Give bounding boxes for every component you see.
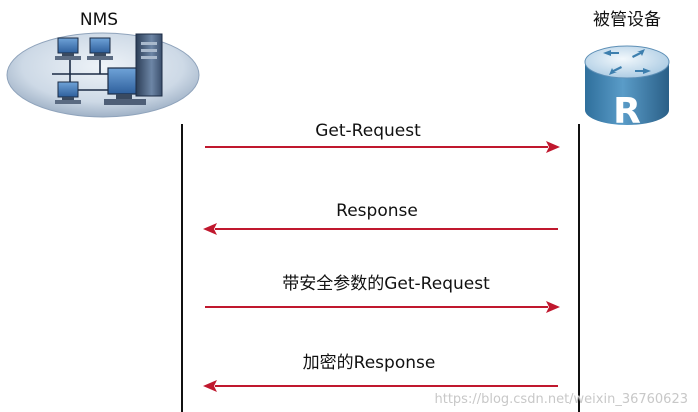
router-icon: R xyxy=(584,45,670,132)
message-3-label: 带安全参数的Get-Request xyxy=(282,274,490,294)
message-1: Get-Request xyxy=(205,121,560,153)
message-1-label: Get-Request xyxy=(315,121,421,141)
network-computers-icon xyxy=(6,32,200,118)
managed-device-label: 被管设备 xyxy=(593,10,661,30)
message-3: 带安全参数的Get-Request xyxy=(205,274,560,313)
message-4: 加密的Response xyxy=(203,353,558,392)
message-2: Response xyxy=(203,201,558,235)
message-4-label: 加密的Response xyxy=(303,353,436,373)
watermark-text: https://blog.csdn.net/weixin_36760623 xyxy=(434,392,688,407)
message-2-label: Response xyxy=(336,201,418,221)
svg-text:R: R xyxy=(613,91,641,132)
nms-label: NMS xyxy=(80,10,118,30)
